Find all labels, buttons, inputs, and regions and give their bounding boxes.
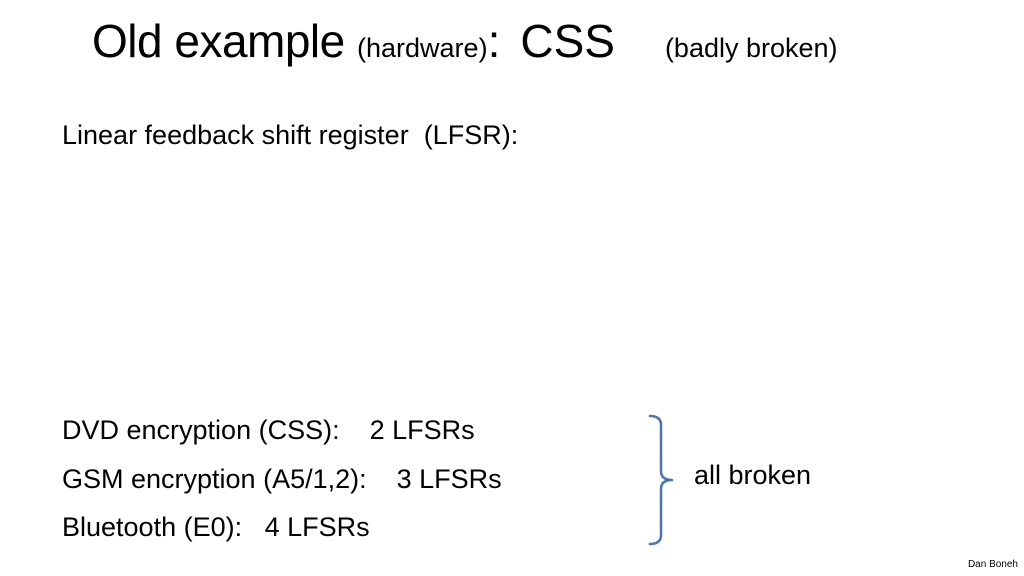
all-broken-label: all broken <box>694 460 812 490</box>
example-line-gsm: GSM encryption (A5/1,2): 3 LFSRs <box>62 464 502 494</box>
title-colon: : <box>487 15 501 67</box>
author-footer: Dan Boneh <box>967 559 1018 570</box>
lfsr-heading: Linear feedback shift register (LFSR): <box>62 120 519 150</box>
title-css-text: CSS <box>520 15 615 67</box>
slide-title: Old example (hardware): CSS (badly broken) <box>92 18 838 64</box>
right-brace-icon <box>648 414 674 546</box>
title-badly-broken-text: (badly broken) <box>664 33 838 63</box>
example-line-dvd: DVD encryption (CSS): 2 LFSRs <box>62 415 475 445</box>
title-hardware-text: (hardware) <box>357 33 488 63</box>
title-main-text: Old example <box>92 15 358 67</box>
example-line-bluetooth: Bluetooth (E0): 4 LFSRs <box>62 512 370 542</box>
